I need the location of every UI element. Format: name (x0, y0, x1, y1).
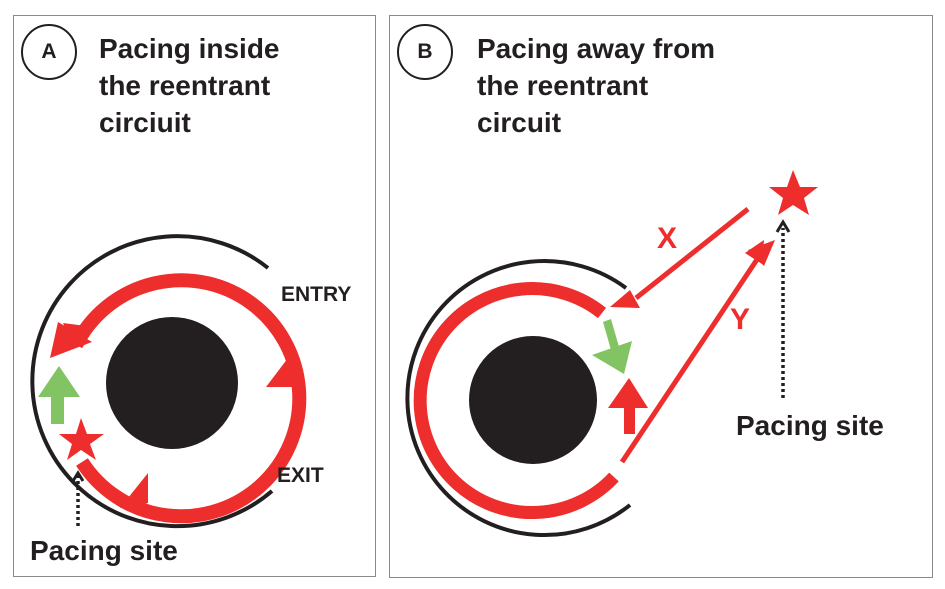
circuit-direction-arrow-bottom (120, 473, 148, 508)
pacing-star-a (59, 418, 104, 460)
panel-b-title: Pacing away from the reentrant circuit (477, 33, 716, 138)
panel-b-drawing (405, 170, 818, 537)
pointer-arrowhead-a (71, 470, 85, 482)
circuit-arrowhead-main (50, 322, 92, 358)
path-x-line (634, 207, 750, 300)
path-x-label: X (657, 222, 678, 255)
entry-label: ENTRY (281, 283, 352, 306)
reentry-circuit-arc-b (413, 282, 619, 519)
exit-label: EXIT (277, 464, 324, 487)
pacing-site-label-b: Pacing site (736, 410, 884, 441)
panel-a-title: Pacing inside the reentrant circiuit (99, 33, 280, 138)
pacing-site-label-a: Pacing site (30, 535, 178, 566)
path-y-line (619, 250, 765, 464)
pacing-star-b (769, 170, 818, 215)
green-wavefront-arrow-b (592, 319, 632, 374)
red-wavefront-arrow-b (608, 378, 648, 434)
central-obstacle (106, 317, 238, 449)
pointer-arrowhead-b (775, 219, 791, 233)
reentry-circuit-arc (69, 273, 307, 524)
outer-boundary-arc (30, 234, 274, 529)
circuit-arrowhead (50, 323, 86, 357)
panel-a-badge: A (21, 24, 77, 80)
path-y-arrowhead-tip (748, 240, 775, 266)
panel-b-badge: B (397, 24, 453, 80)
central-obstacle-b (469, 336, 597, 464)
outer-boundary-arc-b (405, 259, 632, 537)
path-y-label: Y (730, 303, 751, 336)
circuit-direction-arrow-right (266, 358, 304, 387)
path-x-arrowhead (610, 290, 640, 308)
green-wavefront-arrow (38, 366, 80, 424)
panel-a-drawing (30, 234, 307, 529)
